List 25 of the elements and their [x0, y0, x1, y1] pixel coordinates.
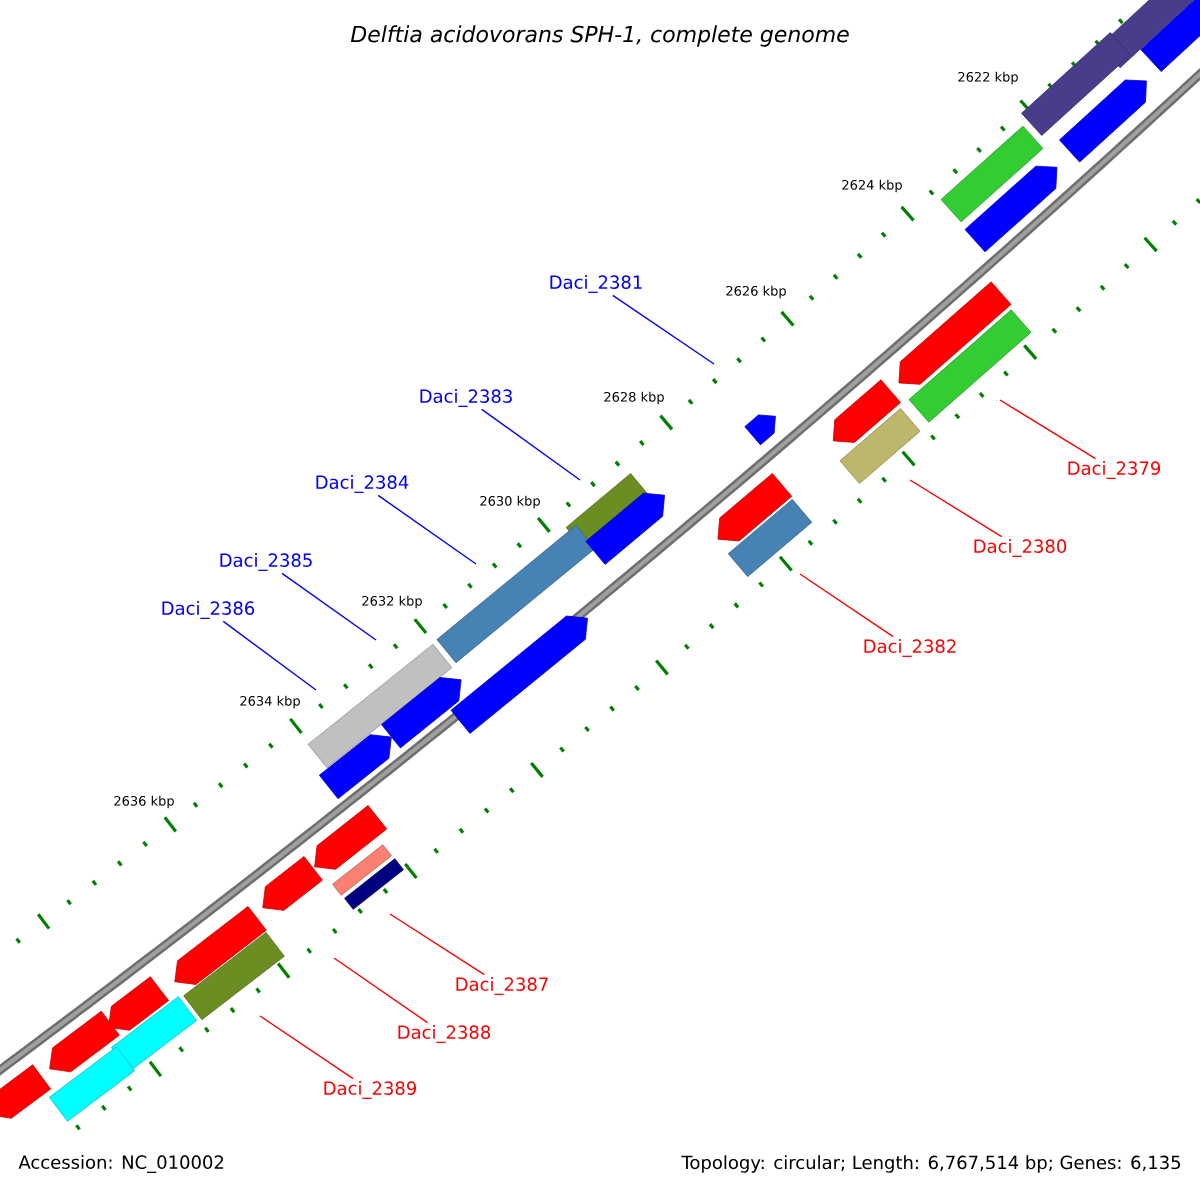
accession-text: Accession: NC_010002: [18, 1155, 224, 1173]
gene-label: Daci_2383: [420, 389, 512, 407]
leader-line: [799, 573, 894, 638]
gene-label: Daci_2379: [1068, 461, 1161, 479]
gene-label: Daci_2382: [864, 639, 956, 657]
leader-line: [389, 913, 486, 976]
gene-label: Daci_2380: [974, 539, 1067, 557]
gene-label: Daci_2381: [550, 275, 642, 293]
leader-line: [481, 408, 581, 481]
leader-line: [377, 494, 477, 565]
leader-line: [999, 399, 1097, 460]
genome-info-text: Topology: circular; Length: 6,767,514 bp; Genes: 6,135: [681, 1155, 1181, 1173]
gene-label: Daci_2386: [162, 601, 255, 619]
gene-label: Daci_2387: [456, 977, 548, 995]
leader-line: [909, 479, 1003, 538]
gene-label: Daci_2384: [316, 475, 409, 493]
leader-line: [333, 957, 429, 1024]
title: Delftia acidovorans SPH-1, complete genome: [350, 25, 849, 47]
gene-label: Daci_2385: [220, 553, 312, 571]
gene-label: Daci_2388: [398, 1025, 491, 1043]
leader-line: [259, 1015, 354, 1080]
leader-line: [222, 620, 317, 691]
leader-line: [612, 294, 715, 365]
leader-line: [281, 572, 377, 641]
gene-label: Daci_2389: [324, 1081, 417, 1099]
